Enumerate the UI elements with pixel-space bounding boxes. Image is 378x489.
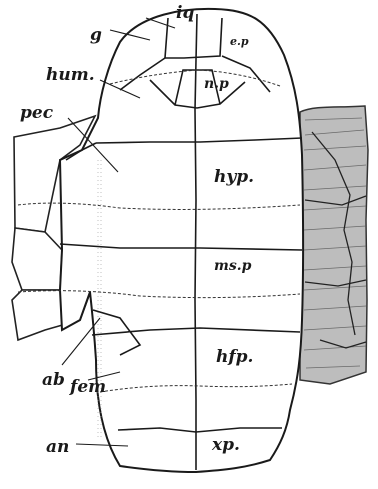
right-bridge-fragment	[300, 106, 368, 384]
label-hfp: hfp.	[216, 347, 253, 367]
label-an: an	[46, 437, 69, 457]
label-msp: ms.p	[214, 258, 252, 274]
label-np: n.p	[204, 76, 229, 92]
label-pec: pec	[20, 103, 54, 123]
label-fem: fem	[69, 377, 106, 397]
label-iq: iq	[176, 3, 194, 23]
label-ab: ab	[42, 370, 65, 390]
label-g: g	[90, 25, 102, 45]
label-hum: hum.	[46, 65, 95, 85]
label-hyp: hyp.	[214, 167, 254, 187]
label-ep: e.p	[230, 35, 249, 48]
label-xp: xp.	[211, 435, 240, 455]
